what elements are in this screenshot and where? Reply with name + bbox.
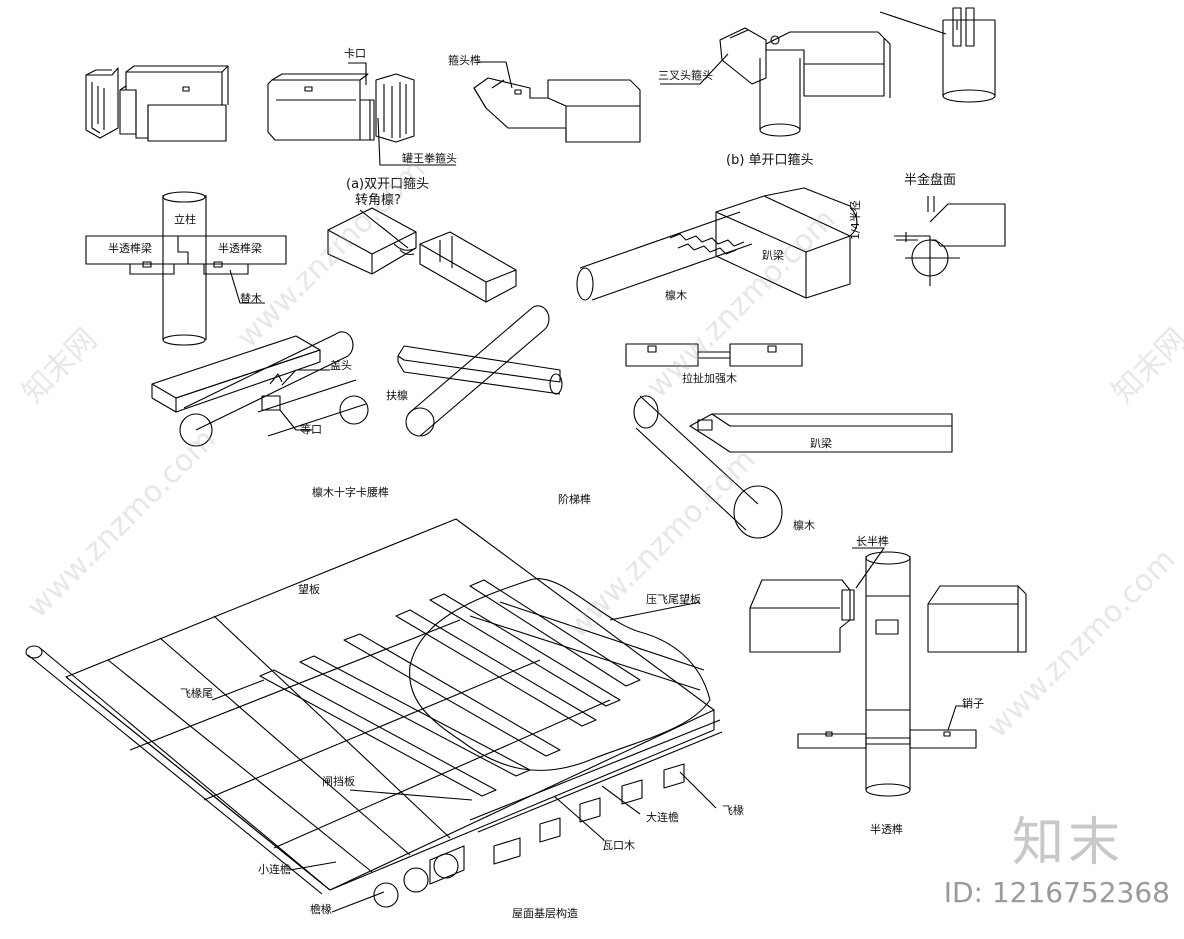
label-san-cha: 三叉头箍头 bbox=[658, 69, 713, 82]
purlin-beam-joint bbox=[634, 396, 952, 538]
label-deng-kou: 等口 bbox=[300, 423, 322, 436]
semi-gold-plate-detail bbox=[894, 196, 1005, 286]
purlin-cross-joint bbox=[152, 332, 368, 446]
watermark-id: ID: 1216752368 bbox=[943, 876, 1170, 909]
caption-roof: 屋面基层构造 bbox=[512, 907, 578, 920]
watermark-brand: 知末 bbox=[1011, 813, 1124, 873]
label-tuo-liang-1: 趴梁 bbox=[762, 249, 784, 262]
stepped-beam-purlin bbox=[577, 188, 857, 300]
support-purlin bbox=[398, 306, 562, 436]
leader-gai-tou bbox=[282, 370, 330, 385]
label-ya-fei-wei: 压飞尾望板 bbox=[646, 593, 701, 606]
corner-purlin-joint bbox=[328, 208, 516, 302]
label-quarter-radius: 1/4半径 bbox=[849, 200, 862, 240]
label-da-lian-yan: 大连檐 bbox=[646, 811, 679, 824]
post-top-right bbox=[943, 8, 995, 102]
label-gai-tou: 盖头 bbox=[330, 359, 352, 372]
label-chang-ban: 长半榫 bbox=[856, 535, 889, 548]
leader-guan-shou bbox=[378, 118, 456, 165]
label-lin-mu-2: 檩木 bbox=[793, 519, 815, 532]
label-fei-chuan: 飞椽 bbox=[722, 804, 744, 817]
label-zhuan-jiao: 转角檩? bbox=[355, 193, 401, 208]
leader-ti-mu bbox=[230, 270, 265, 303]
caption-a: (a)双开口箍头 bbox=[346, 177, 430, 192]
long-half-tenon-assembly bbox=[750, 552, 1026, 796]
label-la-jia: 拉扯加强木 bbox=[682, 372, 737, 385]
roof-construction bbox=[26, 519, 722, 907]
label-beam-left: 半透榫梁 bbox=[108, 242, 152, 255]
leader-chang-ban bbox=[852, 548, 884, 588]
single-open-joint-left bbox=[474, 78, 640, 142]
single-open-joint-right bbox=[720, 28, 890, 136]
caption-b: (b) 单开口箍头 bbox=[726, 153, 814, 168]
leader-gu-tou-sun bbox=[478, 62, 512, 88]
double-open-joint-left bbox=[86, 66, 228, 141]
label-guan-shou: 罐王拳箍头 bbox=[402, 152, 457, 165]
label-lin-mu-1: 檩木 bbox=[665, 289, 687, 302]
label-ban-jin: 半金盘面 bbox=[904, 173, 957, 188]
caption-jie-lin: 阶梯榫 bbox=[558, 493, 591, 506]
label-zha-dang: 闸挡板 bbox=[322, 775, 355, 788]
label-tuo-liang-2: 趴梁 bbox=[810, 437, 832, 450]
label-gu-tou-sun: 箍头榫 bbox=[448, 54, 481, 67]
caption-ban-tou: 半透榫 bbox=[870, 823, 903, 836]
label-ka-kou: 卡口 bbox=[344, 47, 366, 60]
label-li-zhu: 立柱 bbox=[174, 213, 196, 226]
pull-reinforcement bbox=[626, 344, 802, 366]
label-ti-mu: 替木 bbox=[240, 292, 262, 305]
post-half-tenon-beams bbox=[86, 192, 286, 345]
label-xiao-lian-yan: 小连檐 bbox=[258, 863, 291, 876]
caption-lin-cross: 檩木十字卡腰榫 bbox=[312, 486, 389, 499]
label-fu-lin: 扶檩 bbox=[386, 389, 408, 402]
label-yan-chuan: 檐椽 bbox=[310, 903, 332, 916]
double-open-joint-right bbox=[268, 74, 414, 142]
leader-ka-kou bbox=[348, 63, 366, 85]
leader-xiao-zi bbox=[948, 706, 968, 730]
label-fei-chuan-wei: 飞椽尾 bbox=[180, 687, 213, 700]
label-xiao-zi: 销子 bbox=[962, 697, 984, 710]
label-beam-right: 半透榫梁 bbox=[218, 242, 262, 255]
leader-deng-kou bbox=[280, 410, 312, 430]
leader-san-cha bbox=[660, 54, 728, 84]
label-wa-kou-mu: 瓦口木 bbox=[602, 839, 635, 852]
label-wang-ban: 望板 bbox=[298, 583, 320, 596]
